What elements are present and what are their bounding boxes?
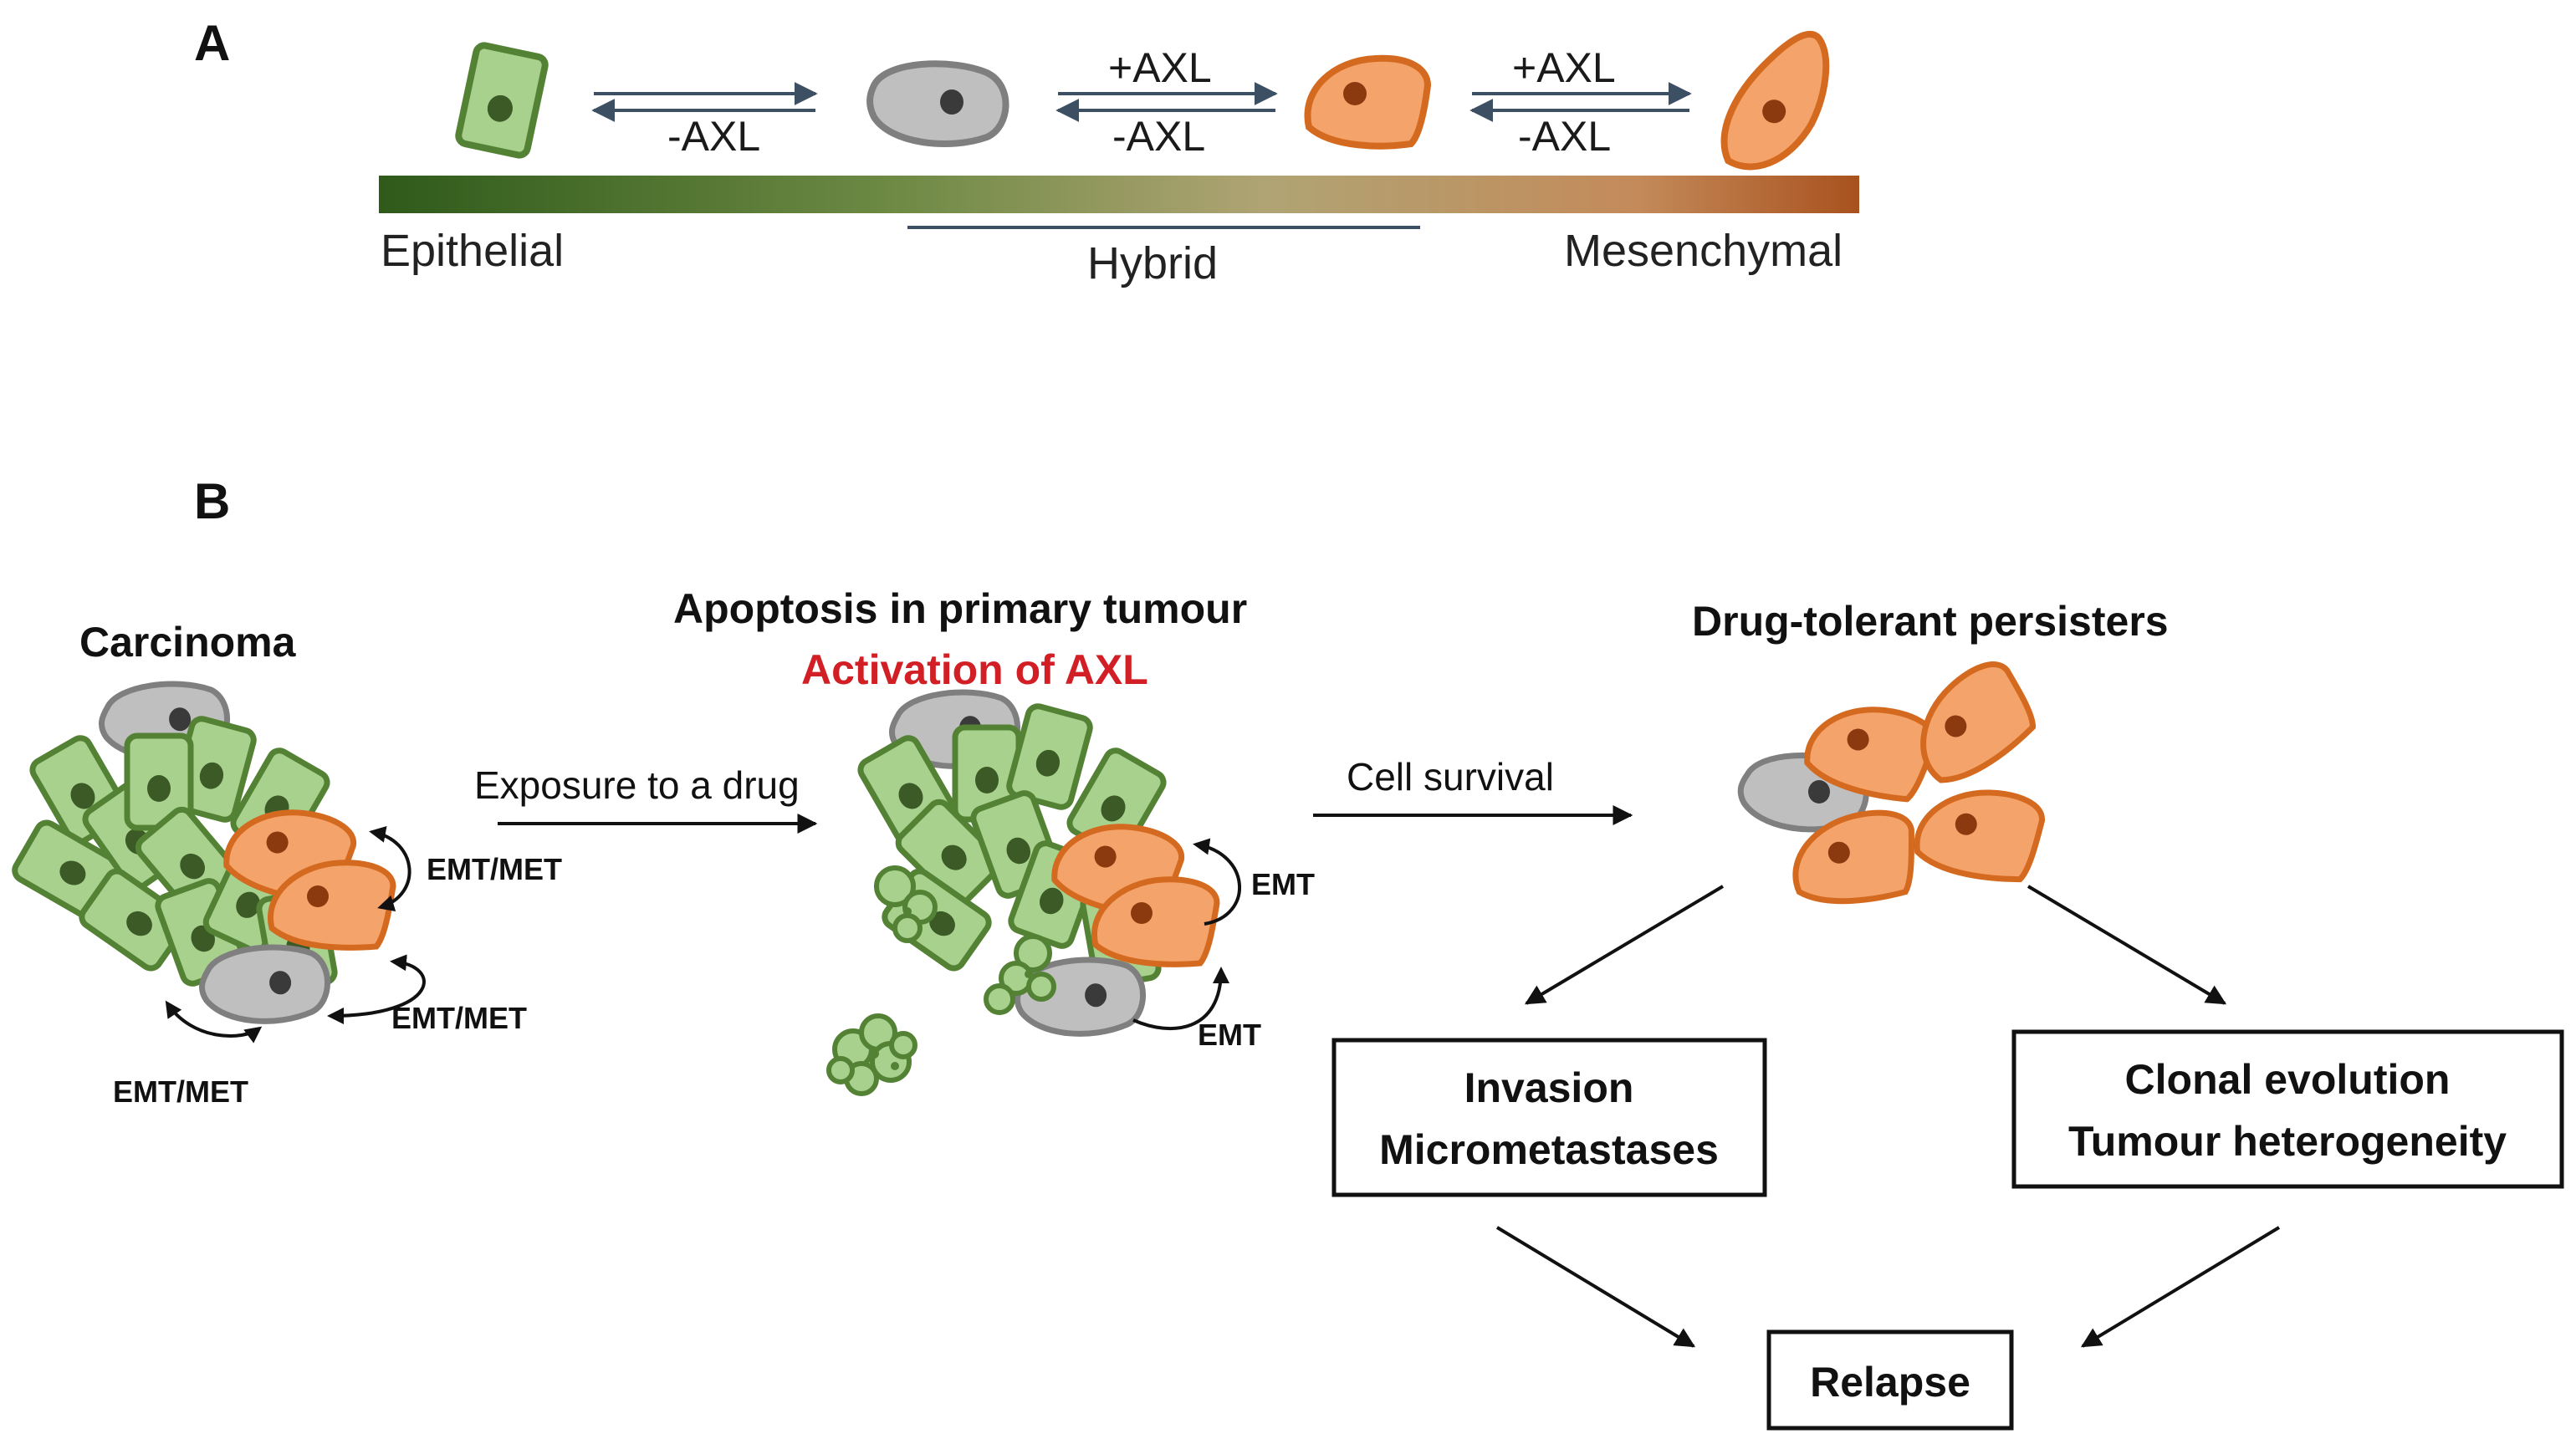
emt-loop-1 [1193, 838, 1242, 926]
exposure-label: Exposure to a drug [474, 763, 800, 807]
carcinoma-title: Carcinoma [79, 619, 297, 666]
tumour-heterogeneity-label: Tumour heterogeneity [2068, 1118, 2507, 1165]
hybrid-orange-cell-icon [1304, 54, 1432, 150]
arrow-to-clonal [2027, 885, 2227, 1005]
survival-label: Cell survival [1347, 755, 1554, 799]
emt-met-loop-1 [369, 826, 411, 911]
emt-met-label-1: EMT/MET [427, 852, 562, 886]
plus-axl-label-2: +AXL [1108, 44, 1212, 91]
mesenchymal-label: Mesenchymal [1564, 226, 1843, 276]
emt-met-loop-2 [327, 954, 426, 1024]
clonal-evolution-box [2011, 1029, 2564, 1189]
micrometastases-label: Micrometastases [1379, 1126, 1719, 1173]
persisters-title: Drug-tolerant persisters [1692, 598, 2169, 645]
activation-title: Activation of AXL [801, 646, 1148, 693]
epithelial-label: Epithelial [381, 226, 564, 276]
minus-axl-label-1: -AXL [667, 113, 760, 160]
arrow-clonal-to-relapse [2080, 1226, 2281, 1348]
axl-arrows-2 [1055, 82, 1278, 122]
emt-loop-2 [1132, 967, 1229, 1030]
emt-met-label-3: EMT/MET [113, 1074, 248, 1109]
carcinoma-cluster [11, 679, 393, 1027]
emt-met-label-2: EMT/MET [391, 1001, 527, 1035]
apoptosis-title: Apoptosis in primary tumour [673, 585, 1247, 632]
invasion-box [1331, 1038, 1767, 1197]
panel-b-letter: B [194, 473, 230, 529]
arrow-to-invasion [1524, 885, 1725, 1005]
emt-label-2: EMT [1198, 1018, 1261, 1052]
persister-cells [1740, 652, 2047, 911]
arrow-invasion-to-relapse [1495, 1226, 1696, 1348]
plus-axl-label-3: +AXL [1512, 44, 1616, 91]
epithelial-cell-icon [455, 42, 549, 159]
mesenchymal-cell-icon [1720, 30, 1830, 171]
hybrid-label: Hybrid [1087, 238, 1218, 288]
emt-label-1: EMT [1251, 867, 1315, 901]
emt-spectrum-bar [379, 176, 1859, 213]
relapse-box [1766, 1329, 2014, 1431]
panel-a-letter: A [194, 15, 230, 71]
apoptotic-cluster [826, 687, 1217, 1096]
axl-arrows-3 [1469, 82, 1692, 122]
axl-arrows-1 [591, 82, 818, 122]
minus-axl-label-2: -AXL [1112, 113, 1205, 160]
clonal-evolution-label: Clonal evolution [2125, 1056, 2451, 1103]
invasion-label: Invasion [1464, 1064, 1634, 1111]
relapse-label: Relapse [1810, 1359, 1970, 1406]
emt-met-loop-3 [165, 1000, 263, 1043]
hybrid-grey-cell-icon [866, 60, 1009, 147]
minus-axl-label-3: -AXL [1518, 113, 1611, 160]
